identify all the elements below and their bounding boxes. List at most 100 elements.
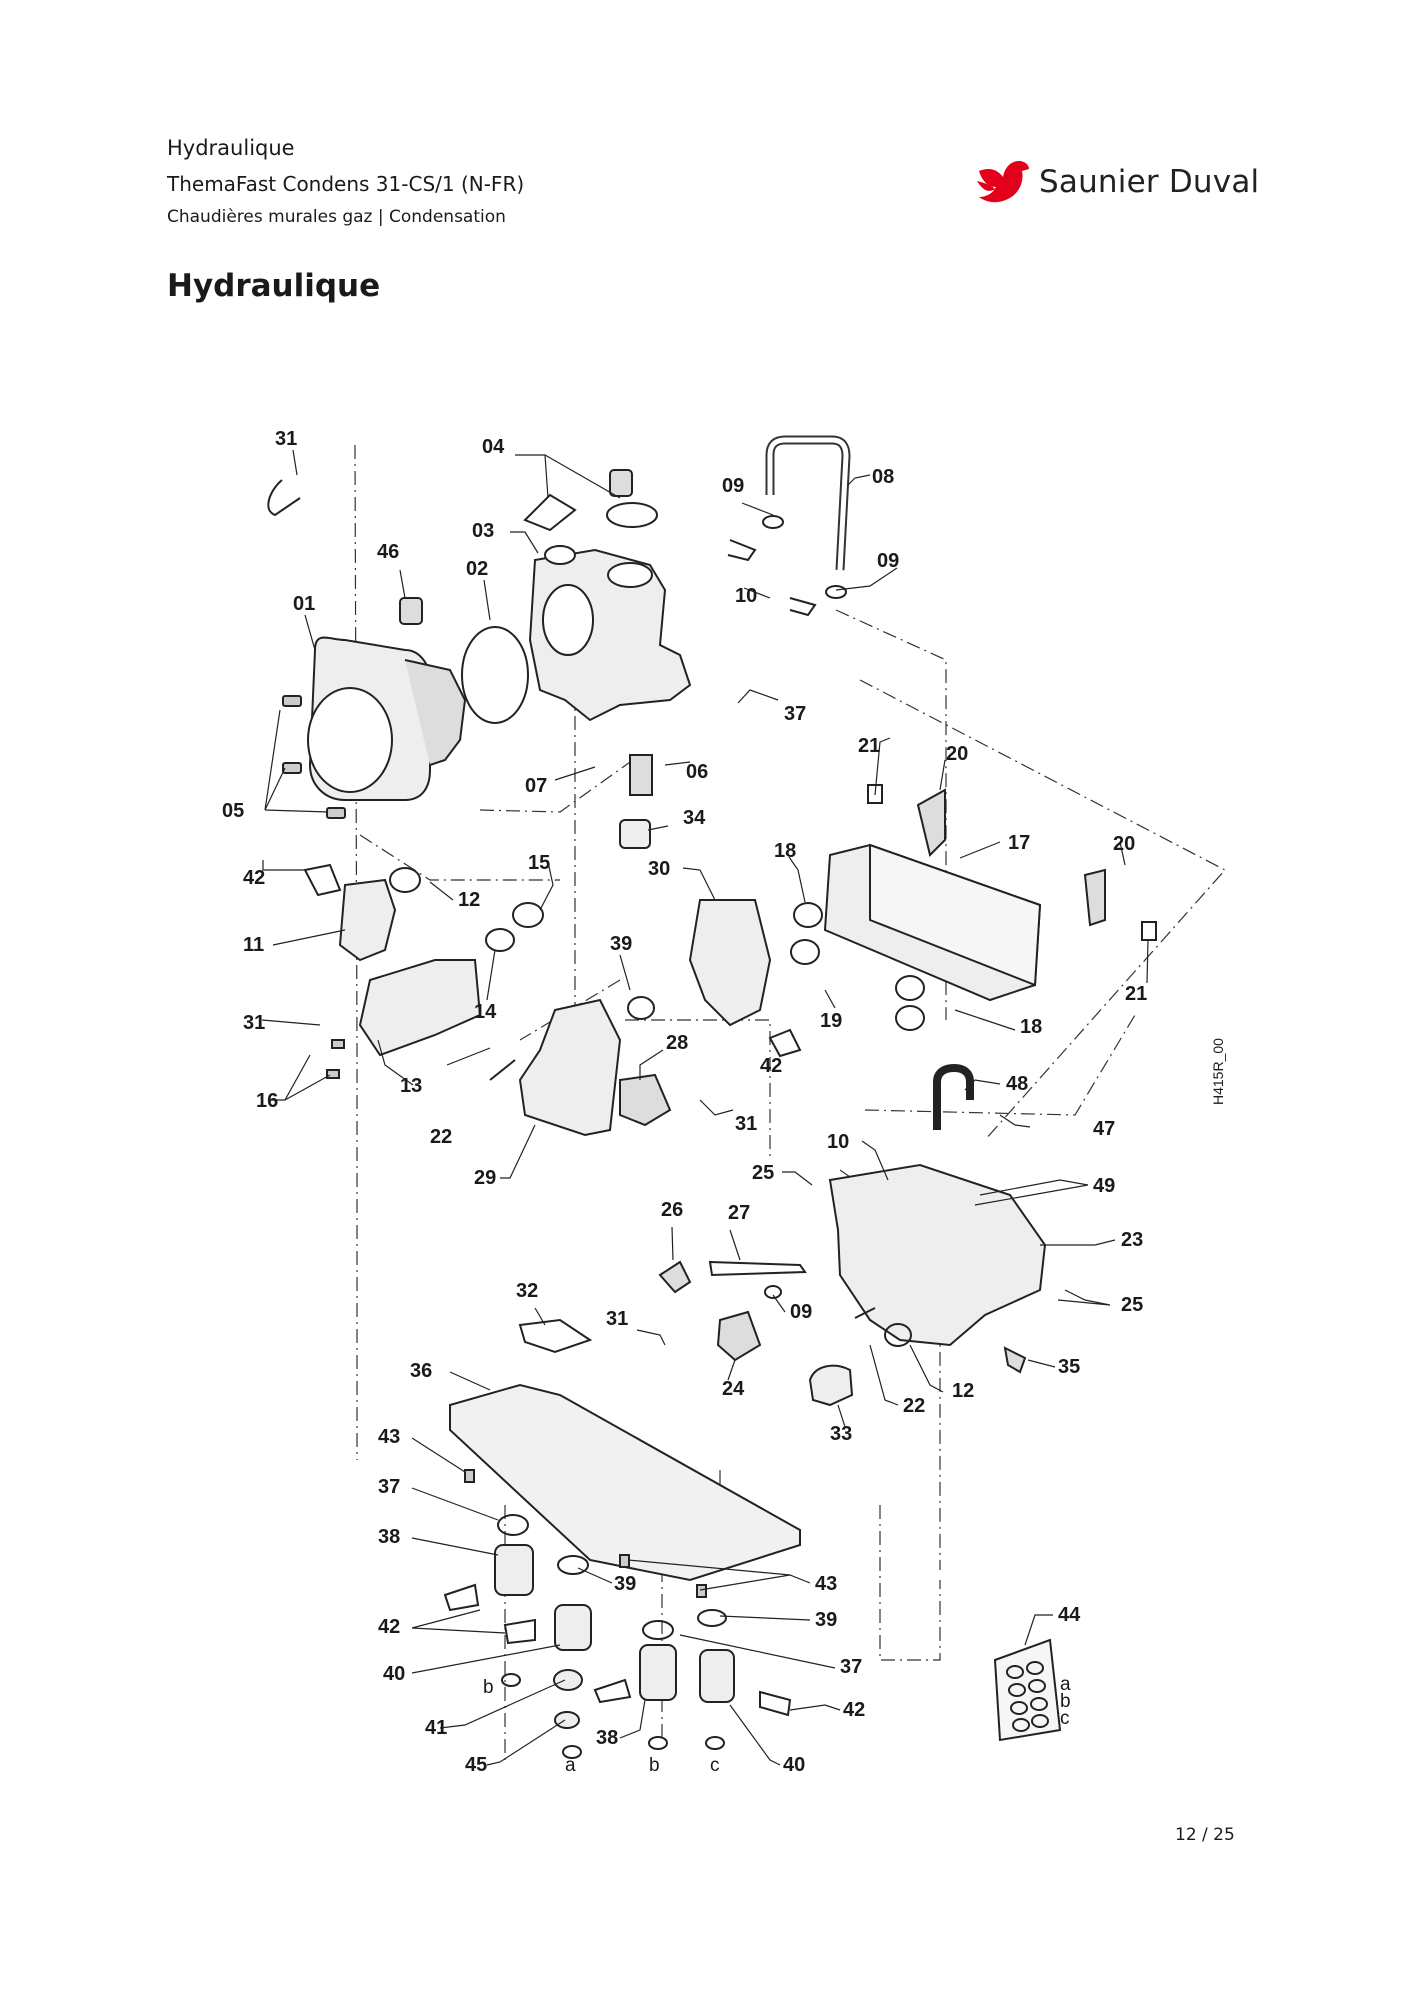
callout: 02 (466, 558, 488, 580)
part-08-bypass-pipe (765, 435, 851, 571)
part-23-hydraulic-block (828, 1163, 1047, 1347)
part-33-plug (808, 1364, 854, 1407)
part-01-pump-head (307, 636, 467, 801)
drawing-reference: H415R_00 (1210, 1038, 1226, 1105)
assembly-axes (354, 444, 1226, 1760)
callout: 39 (614, 1573, 636, 1595)
callout: 31 (606, 1308, 628, 1330)
part-34-knob (619, 819, 651, 849)
callout: 07 (525, 775, 547, 797)
callout: 25 (752, 1162, 774, 1184)
callout: 39 (610, 933, 632, 955)
callout: 39 (815, 1609, 837, 1631)
callout: 04 (482, 436, 505, 458)
letter: b (1060, 1691, 1071, 1712)
part-drawings (267, 435, 1157, 1759)
callout: 20 (946, 743, 968, 765)
callout: 31 (275, 428, 297, 450)
callout: 42 (843, 1699, 865, 1721)
part-13-filter (358, 959, 482, 1057)
callout: 22 (430, 1126, 452, 1148)
callout: 41 (425, 1717, 447, 1739)
callout: 16 (256, 1090, 278, 1112)
callout: 30 (648, 858, 670, 880)
part-28-valve (619, 1073, 672, 1127)
brand-name: Saunier Duval (1039, 164, 1260, 200)
callout: 42 (760, 1055, 782, 1077)
callout: 17 (1008, 832, 1030, 854)
callout: 33 (830, 1423, 852, 1445)
bird-logo-icon (977, 161, 1029, 203)
part-03-pump-body (528, 545, 692, 722)
part-02-seal (461, 626, 529, 724)
part-44-seal-kit (993, 1638, 1062, 1742)
callout: 19 (820, 1010, 842, 1032)
part-31-cable (267, 479, 301, 517)
leader-lines (261, 449, 1149, 1766)
letter: c (1060, 1708, 1070, 1729)
callout: 15 (528, 852, 550, 874)
page-number: 12 / 25 (1175, 1825, 1235, 1845)
callout: 03 (472, 520, 494, 542)
callout: 25 (1121, 1294, 1143, 1316)
callout: 31 (243, 1012, 265, 1034)
callout: 48 (1006, 1073, 1028, 1095)
callout-numbers: 31 04 08 09 03 46 09 02 10 01 37 06 07 0… (222, 428, 1147, 1776)
part-30-diverter (688, 899, 772, 1027)
callout: 01 (293, 593, 315, 615)
callout: 26 (661, 1199, 683, 1221)
callout: 43 (378, 1426, 400, 1448)
letter: c (710, 1755, 720, 1776)
callout: 22 (903, 1395, 925, 1417)
callout: 20 (1113, 833, 1135, 855)
callout: 34 (683, 807, 706, 829)
part-06-valve (629, 754, 653, 796)
callout: 27 (728, 1202, 750, 1224)
callout: 32 (516, 1280, 538, 1302)
callout: 29 (474, 1167, 496, 1189)
callout: 06 (686, 761, 708, 783)
callout: 09 (722, 475, 744, 497)
brand-logo: Saunier Duval (975, 157, 1259, 207)
callout: 18 (774, 840, 796, 862)
callout: 42 (378, 1616, 400, 1638)
callout: 12 (952, 1380, 974, 1402)
header-model: ThemaFast Condens 31-CS/1 (N-FR) (167, 172, 525, 196)
callout: 05 (222, 800, 244, 822)
callout: 10 (735, 585, 757, 607)
callout: 21 (858, 735, 880, 757)
part-17-plate-heat-exchanger (823, 843, 1042, 1002)
callout: 18 (1020, 1016, 1042, 1038)
callout: 14 (474, 1001, 497, 1023)
callout: 45 (465, 1754, 487, 1776)
page-title: Hydraulique (167, 268, 381, 304)
letter: b (483, 1677, 494, 1698)
callout: 10 (827, 1131, 849, 1153)
part-29-flow-body (518, 998, 622, 1137)
part-04-air-vent (523, 469, 658, 532)
letter: a (565, 1755, 576, 1776)
callout: 37 (840, 1656, 862, 1678)
callout: 37 (378, 1476, 400, 1498)
callout: 11 (243, 934, 264, 956)
callout: 43 (815, 1573, 837, 1595)
header-subtitle: Chaudières murales gaz | Condensation (167, 207, 506, 227)
callout: 08 (872, 466, 894, 488)
callout: 24 (722, 1378, 745, 1400)
part-36-base-plate (449, 1383, 801, 1582)
callout: 09 (877, 550, 899, 572)
callout: 23 (1121, 1229, 1143, 1251)
callout: 47 (1093, 1118, 1115, 1140)
callout: 40 (783, 1754, 805, 1776)
header-category: Hydraulique (167, 136, 295, 160)
callout: 44 (1058, 1604, 1081, 1626)
part-11-sensor (338, 878, 397, 962)
callout: 09 (790, 1301, 812, 1323)
callout: 42 (243, 867, 265, 889)
callout: 46 (377, 541, 399, 563)
callout: 36 (410, 1360, 432, 1382)
callout: 12 (458, 889, 480, 911)
callout: 49 (1093, 1175, 1115, 1197)
callout: 40 (383, 1663, 405, 1685)
